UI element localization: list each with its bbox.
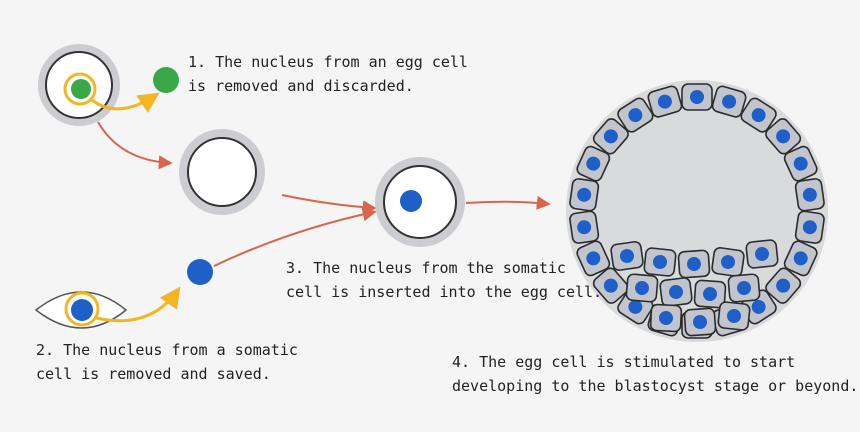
blastocyst-cell xyxy=(576,145,611,182)
empty-egg-cell-icon xyxy=(179,129,265,215)
step-4-line-2: developing to the blastocyst stage or be… xyxy=(452,377,859,395)
step-1-line-1: 1. The nucleus from an egg cell xyxy=(188,53,468,71)
blastocyst-icon xyxy=(566,80,828,342)
removal-arrow-egg xyxy=(91,92,160,114)
blastocyst-cell xyxy=(717,301,751,331)
blastocyst-cell xyxy=(677,249,711,279)
discarded-nucleus-icon xyxy=(153,67,179,93)
step-3-caption: 3. The nucleus from the somatic cell is … xyxy=(286,256,602,304)
blastocyst-cell xyxy=(765,118,802,155)
step-2-caption: 2. The nucleus from a somatic cell is re… xyxy=(36,338,298,386)
arrow-nucleus-insertion xyxy=(213,207,377,267)
blastocyst-cell xyxy=(681,83,713,111)
blastocyst-cell xyxy=(783,240,818,277)
step-2-line-2: cell is removed and saved. xyxy=(36,365,271,383)
blastocyst-cell xyxy=(794,178,825,212)
step-1-line-2: is removed and discarded. xyxy=(188,77,414,95)
step-4-caption: 4. The egg cell is stimulated to start d… xyxy=(452,350,858,398)
blastocyst-cell xyxy=(592,267,629,304)
arrow-to-reconstructed-egg xyxy=(281,194,377,215)
somatic-cell-icon xyxy=(34,291,128,329)
blastocyst-cell xyxy=(711,85,747,118)
step-4-line-1: 4. The egg cell is stimulated to start xyxy=(452,353,796,371)
blastocyst-cell xyxy=(794,210,825,244)
step-2-line-1: 2. The nucleus from a somatic xyxy=(36,341,298,359)
blastocyst-cell xyxy=(683,307,717,337)
blastocyst-cell xyxy=(625,273,659,303)
blastocyst-cell xyxy=(592,118,629,155)
blastocyst-cell xyxy=(649,303,683,333)
blastocyst-cell xyxy=(647,85,683,118)
blastocyst-cell xyxy=(659,277,693,307)
egg-cell-icon xyxy=(38,44,120,126)
removal-arrow-somatic xyxy=(95,286,181,323)
step-3-line-2: cell is inserted into the egg cell. xyxy=(286,283,603,301)
step-1-caption: 1. The nucleus from an egg cell is remov… xyxy=(188,50,468,98)
blastocyst-cell xyxy=(643,247,677,277)
blastocyst-cell xyxy=(693,279,727,309)
blastocyst-cell xyxy=(576,240,611,277)
blastocyst-cell xyxy=(745,239,779,269)
reconstructed-egg-cell-icon xyxy=(375,157,465,247)
blastocyst-cell xyxy=(569,178,600,212)
blastocyst-cell xyxy=(765,267,802,304)
blastocyst-cell xyxy=(740,97,777,133)
blastocyst-cell xyxy=(783,145,818,182)
saved-nucleus-icon xyxy=(187,259,213,285)
step-3-line-1: 3. The nucleus from the somatic xyxy=(286,259,566,277)
blastocyst-cell xyxy=(617,97,654,133)
arrow-to-empty-egg xyxy=(97,121,173,170)
blastocyst-cell xyxy=(727,273,761,303)
blastocyst-cell xyxy=(569,210,600,244)
blastocyst-cell xyxy=(711,247,745,277)
blastocyst-cell xyxy=(610,241,644,271)
arrow-to-blastocyst xyxy=(465,195,551,210)
